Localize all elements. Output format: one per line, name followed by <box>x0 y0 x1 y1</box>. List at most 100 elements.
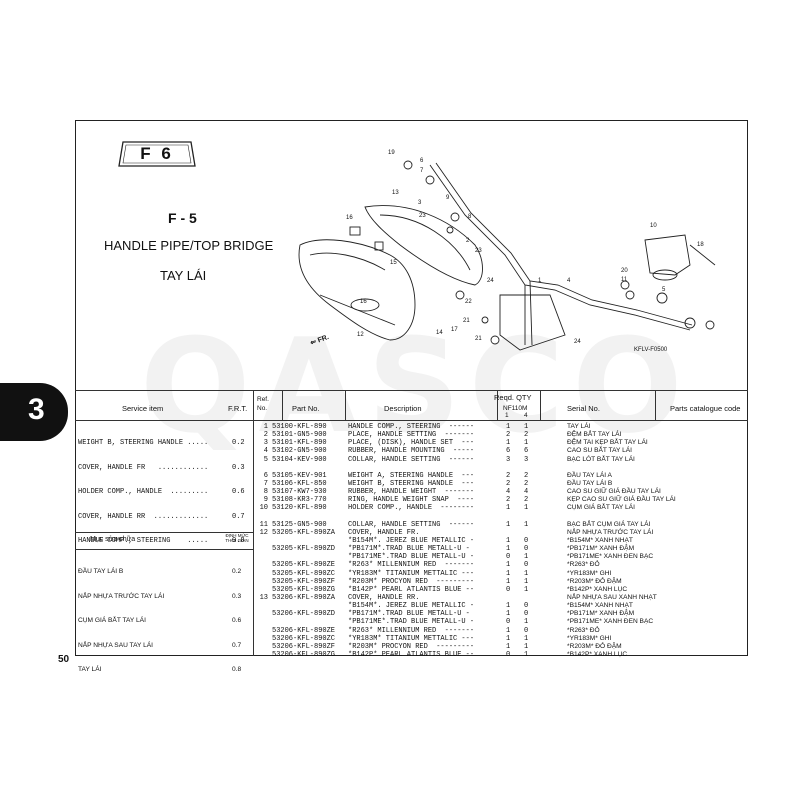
qty-1-cell: 1 <box>506 569 511 578</box>
callout-12: 12 <box>357 332 364 338</box>
qty-4-cell: 0 <box>524 610 529 619</box>
part-no-cell: 53206-KFL-890ZA <box>272 593 336 602</box>
vietnamese-name-cell: *YR183M* GHI <box>567 634 612 642</box>
description-cell: *B154M*. JEREZ BLUE METALLIC - <box>348 602 475 611</box>
header-code: F 6 <box>140 144 174 163</box>
qty-1-cell: 0 <box>506 618 511 627</box>
description-cell: *B142P* PEARL ATLANTIS BLUE -- <box>348 650 475 659</box>
ref-no-cell <box>256 627 268 635</box>
part-no-cell: 53104-KEV-900 <box>272 455 327 464</box>
service-item: COVER, HANDLE FR ............ <box>78 463 209 472</box>
callout-3: 3 <box>418 200 422 206</box>
qty-1-cell: 0 <box>506 585 511 594</box>
col-frt: F.R.T. <box>228 404 248 413</box>
callout-16b: 16 <box>360 299 367 305</box>
service-items-list: WEIGHT B, STEERING HANDLE ..... COVER, H… <box>78 423 208 553</box>
ref-no-cell: 7 <box>263 479 268 488</box>
qty-1-cell: 2 <box>506 479 511 488</box>
vietnamese-name-cell: *B154M* XANH NHẠT <box>567 536 633 544</box>
vietnamese-name-cell: *B142P* XANH LỤC <box>567 650 628 658</box>
service-frt: 0.6 <box>232 488 245 497</box>
ref-no-cell: 13 <box>259 593 268 602</box>
vietnamese-name-cell: ĐẦU TAY LÁI B <box>567 479 613 487</box>
col-service-item: Service item <box>122 404 164 413</box>
description-cell: *R263* MILLENNIUM RED ------- <box>348 561 475 570</box>
service-item: HANDLE COMP., STEERING ..... <box>78 537 209 546</box>
col-serial-no: Serial No. <box>567 404 600 413</box>
vietnamese-name-cell: *R263* ĐỎ <box>567 626 600 634</box>
callout-17: 17 <box>451 327 458 333</box>
ref-no-cell <box>256 545 268 553</box>
qty-4-cell: 1 <box>524 504 529 513</box>
part-no-cell: 53205-KFL-890ZA <box>272 528 336 537</box>
ref-no-cell: 11 <box>259 520 268 529</box>
ref-no-cell <box>256 513 268 521</box>
service-item: COVER, HANDLE RR ............. <box>78 512 209 521</box>
service-item: WEIGHT B, STEERING HANDLE ..... <box>78 439 209 448</box>
header-divider-1 <box>282 390 283 420</box>
section-subtitle: TAY LÁI <box>160 268 207 283</box>
qty-4-cell: 0 <box>524 536 529 545</box>
part-no-cell <box>272 618 335 626</box>
qty-4-cell: 2 <box>524 496 529 505</box>
qty-4-cell: 6 <box>524 447 529 456</box>
description-cell: RING, HANDLE WEIGHT SNAP ---- <box>348 496 475 505</box>
qty-4-cell: 0 <box>524 602 529 611</box>
badge-shape <box>118 141 196 167</box>
qty-1-cell: 2 <box>506 496 511 505</box>
callout-23: 23 <box>419 213 426 219</box>
ref-no-cell: 12 <box>259 528 268 537</box>
rear-cover-shape <box>364 205 483 286</box>
exploded-parts-diagram <box>298 160 716 351</box>
header-divider-2 <box>345 390 346 420</box>
description-cell: HOLDER COMP., HANDLE -------- <box>348 504 475 513</box>
service-frt: 0.3 <box>232 463 245 472</box>
qty-1-cell: 1 <box>506 642 511 651</box>
qty-4-cell: 2 <box>524 431 529 440</box>
header-divider-3 <box>497 390 498 420</box>
part-no-cell: 53206-KFL-890ZC <box>272 634 336 643</box>
callout-10: 10 <box>650 223 657 229</box>
chapter-tab-number: 3 <box>28 393 45 426</box>
description-cell: COLLAR, HANDLE SETTING ------ <box>348 455 475 464</box>
repair-time: 0.7 <box>232 641 242 649</box>
qty-1-cell: 1 <box>506 536 511 545</box>
vietnamese-name-cell: ĐỆM TAI KẸP BẮT TAY LÁI <box>567 439 648 447</box>
qty-4-cell <box>524 464 528 472</box>
description-cell: *R203M* PROCYON RED --------- <box>348 577 475 586</box>
qty-4-cell: 1 <box>524 618 529 627</box>
ref-no-cell <box>256 464 268 472</box>
ref-no-cell: 5 <box>263 455 268 464</box>
vietnamese-name-cell: *PB171ME* XANH ĐEN BẠC <box>567 553 654 561</box>
description-cell <box>348 464 474 472</box>
repair-title: Mục sửa chữa <box>90 536 136 543</box>
description-cell: PLACE, (DISK), HANDLE SET --- <box>348 439 475 448</box>
part-no-cell <box>272 464 335 472</box>
qty-4-cell <box>524 513 528 521</box>
qty-4-cell: 1 <box>524 553 529 562</box>
callout-2: 2 <box>466 238 470 244</box>
part-no-cell: 53205-KFL-890ZG <box>272 585 336 594</box>
part-no-cell: 53205-KFL-890ZE <box>272 561 336 570</box>
vietnamese-name-cell: CỤM GIÁ BẮT TAY LÁI <box>567 504 635 512</box>
header-divider-4 <box>540 390 541 420</box>
qty-4-cell: 1 <box>524 423 529 431</box>
handle-pipe-shape <box>429 164 691 331</box>
qty-4-cell: 4 <box>524 488 529 497</box>
part-no-cell: 53101-KFL-890 <box>272 439 327 448</box>
callout-5: 5 <box>662 287 666 293</box>
vietnamese-name-cell: *R203M* ĐỎ ĐẬM <box>567 577 622 585</box>
vietnamese-name-cell: NẮP NHỰA SAU XANH NHẠT <box>567 593 657 601</box>
repair-header-rule <box>75 549 253 550</box>
qty-4-cell: 1 <box>524 520 529 529</box>
callout-8: 8 <box>468 214 472 220</box>
qty-4-cell: 1 <box>524 577 529 586</box>
qty-1-cell: 1 <box>506 520 511 529</box>
part-no-cell: 53108-KR3-770 <box>272 496 327 505</box>
repair-item: NẮP NHỰA SAU TAY LÁI <box>78 641 154 649</box>
callout-15: 15 <box>390 260 397 266</box>
callout-22: 22 <box>465 299 472 305</box>
qty-4-cell: 0 <box>524 561 529 570</box>
